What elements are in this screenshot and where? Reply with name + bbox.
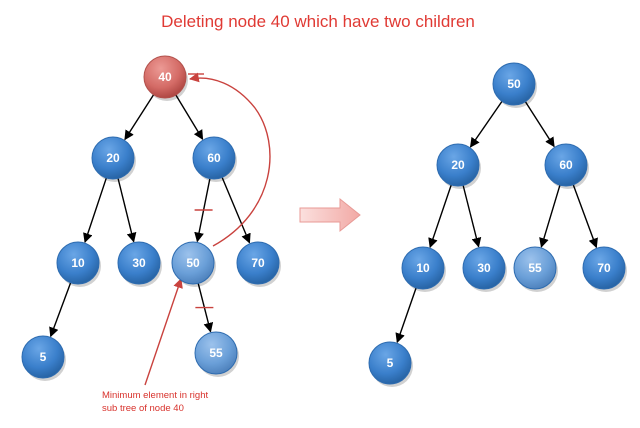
after-node-circle-50: [492, 62, 536, 106]
before-node-circle-10: [56, 241, 100, 285]
after-node-30: 30: [462, 246, 507, 292]
before-node-circle-30: [117, 241, 161, 285]
after-node-5: 5: [368, 341, 413, 387]
after-edge-a10-a5: [395, 287, 417, 344]
before-edge-b60-b70: [221, 177, 251, 244]
before-node-20: 20: [91, 136, 136, 182]
before-node-circle-55: [194, 331, 238, 375]
after-node-label-30: 30: [477, 261, 491, 275]
after-edge-a20-a10: [428, 184, 452, 249]
before-edge-b10-b5: [49, 282, 72, 338]
after-node-20: 20: [436, 143, 481, 189]
before-edge-b40-b20: [124, 94, 155, 141]
after-node-label-20: 20: [451, 158, 465, 172]
before-node-label-60: 60: [207, 151, 221, 165]
before-node-70: 70: [236, 241, 281, 287]
before-edge-b20-b10: [83, 177, 108, 244]
after-tree-nodes: 50 20 60 10 30 55 70 5: [368, 62, 627, 387]
annotation-text: Minimum element in right sub tree of nod…: [102, 390, 211, 414]
after-node-circle-20: [436, 143, 480, 187]
before-node-circle-40: [143, 55, 187, 99]
before-node-circle-20: [91, 136, 135, 180]
before-node-10: 10: [56, 241, 101, 287]
after-edge-a50-a20: [469, 100, 503, 148]
after-node-circle-60: [544, 143, 588, 187]
annotation-line-2: sub tree of node 40: [102, 403, 184, 414]
before-tree-edges: [49, 94, 251, 338]
after-node-label-55: 55: [528, 261, 542, 275]
before-node-50: 50: [171, 241, 216, 287]
after-tree-edges: [395, 100, 598, 344]
diagram-title: Deleting node 40 which have two children: [161, 12, 475, 31]
before-node-label-10: 10: [71, 256, 85, 270]
before-node-60: 60: [192, 136, 237, 182]
before-node-label-70: 70: [251, 256, 265, 270]
before-node-circle-50: [171, 241, 215, 285]
after-edge-a60-a70: [572, 184, 598, 249]
before-node-30: 30: [117, 241, 162, 287]
after-node-label-60: 60: [559, 158, 573, 172]
before-node-label-5: 5: [40, 350, 47, 364]
annotation-line-1: Minimum element in right: [102, 390, 208, 401]
after-edge-a60-a55: [539, 184, 561, 248]
after-node-70: 70: [582, 246, 627, 292]
after-node-50: 50: [492, 62, 537, 108]
after-node-60: 60: [544, 143, 589, 189]
before-node-5: 5: [21, 335, 66, 381]
after-node-circle-55: [513, 246, 557, 290]
before-node-circle-70: [236, 241, 280, 285]
before-node-label-50: 50: [186, 256, 200, 270]
after-node-label-5: 5: [387, 356, 394, 370]
before-node-circle-5: [21, 335, 65, 379]
after-node-55: 55: [513, 246, 558, 292]
after-edge-a20-a30: [462, 185, 482, 248]
after-node-label-10: 10: [416, 261, 430, 275]
after-edge-a50-a60: [524, 101, 555, 148]
before-edge-b40-b60: [175, 94, 204, 141]
after-node-circle-30: [462, 246, 506, 290]
before-node-label-55: 55: [209, 346, 223, 360]
before-node-label-30: 30: [132, 256, 146, 270]
after-node-circle-10: [401, 246, 445, 290]
after-node-10: 10: [401, 246, 446, 292]
after-node-label-50: 50: [507, 77, 521, 91]
replacement-curve-arrow: [189, 72, 271, 247]
after-node-circle-70: [582, 246, 626, 290]
after-node-label-70: 70: [597, 261, 611, 275]
transition-arrow: [299, 197, 361, 233]
before-node-55: 55: [194, 331, 239, 377]
before-edge-b20-b30: [117, 178, 137, 243]
before-node-40: 40: [143, 55, 188, 101]
annotation-pointer-arrow: [144, 278, 183, 386]
before-node-label-40: 40: [158, 70, 172, 84]
before-node-circle-60: [192, 136, 236, 180]
after-node-circle-5: [368, 341, 412, 385]
before-node-label-20: 20: [106, 151, 120, 165]
